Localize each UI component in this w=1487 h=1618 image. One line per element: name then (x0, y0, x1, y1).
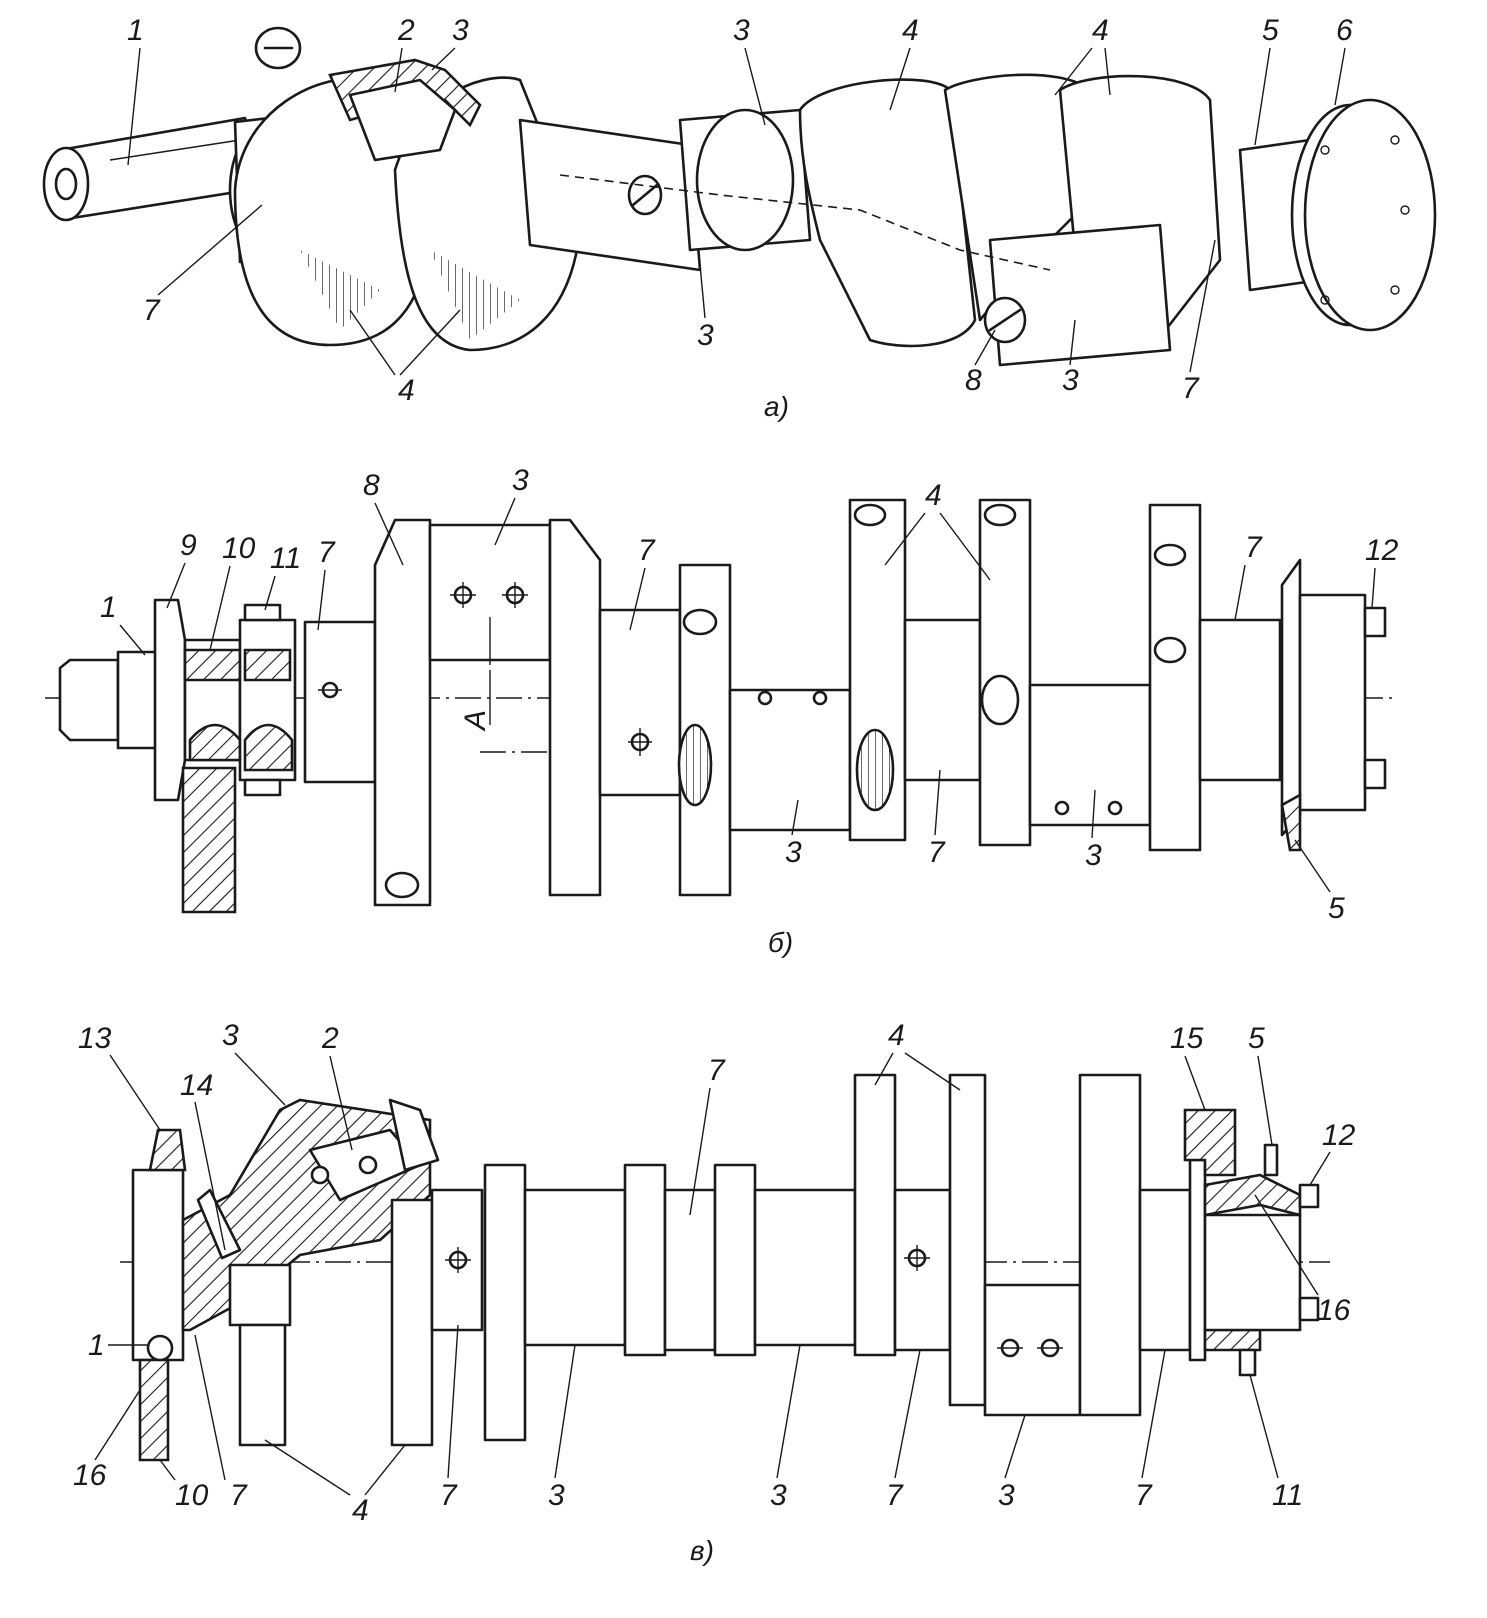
callout: 7 (708, 1054, 726, 1087)
rear-crankpin (983, 223, 1172, 367)
callout: 7 (230, 1479, 248, 1512)
callout: 6 (1336, 14, 1353, 47)
callout: 13 (78, 1022, 112, 1055)
callout: 14 (180, 1069, 213, 1102)
callout: 12 (1365, 534, 1399, 567)
callout: 7 (143, 294, 161, 327)
panel-b-side-view (45, 498, 1395, 914)
callout: 4 (902, 14, 919, 47)
callout: 7 (440, 1479, 458, 1512)
panel-c-callouts: 13 3 2 14 7 4 15 5 12 16 1 16 10 7 4 7 3 (73, 1019, 1356, 1566)
callout: 1 (88, 1329, 105, 1362)
panel-a-callouts: 1 2 3 3 4 4 5 6 7 4 3 8 3 7 а) (127, 14, 1353, 422)
callout: 4 (888, 1019, 905, 1052)
callout: 3 (697, 319, 714, 352)
panel-c-section-view (120, 1073, 1330, 1462)
crank-cheek-pair-2 (798, 73, 1222, 352)
callout: 10 (222, 532, 256, 565)
callout: 7 (1182, 372, 1200, 405)
callout: 5 (1262, 14, 1279, 47)
middle-journal (518, 108, 812, 272)
callout: 4 (1092, 14, 1109, 47)
callout: 7 (318, 536, 336, 569)
callout: 16 (1317, 1294, 1351, 1327)
panel-a-perspective-view (42, 26, 1437, 367)
callout: 3 (770, 1479, 787, 1512)
callout: 3 (1062, 364, 1079, 397)
callout: 2 (321, 1022, 339, 1055)
front-shaft-end (42, 116, 264, 222)
center-mark-icon (445, 1245, 1063, 1358)
callout: 1 (127, 14, 144, 47)
callout: 9 (180, 529, 197, 562)
callout: 7 (1135, 1479, 1153, 1512)
callout: 5 (1328, 892, 1345, 925)
callout: 15 (1170, 1022, 1204, 1055)
callout: 3 (733, 14, 750, 47)
callout: 12 (1322, 1119, 1356, 1152)
rear-flange (1238, 98, 1437, 332)
callout: 3 (998, 1479, 1015, 1512)
oil-channel-hole-icon (318, 582, 1123, 816)
callout: 7 (638, 534, 656, 567)
callout: 3 (785, 836, 802, 869)
callout: 8 (363, 469, 380, 502)
callout: 3 (548, 1479, 565, 1512)
callout: 16 (73, 1459, 107, 1492)
panel-b-callouts: 9 10 11 1 7 8 3 7 4 7 12 A 3 7 3 5 б) (100, 464, 1399, 958)
panel-c-caption: в) (690, 1535, 714, 1566)
callout: 10 (175, 1479, 209, 1512)
callout: 11 (1272, 1479, 1303, 1512)
callout: 7 (1245, 531, 1263, 564)
callout: 7 (928, 836, 946, 869)
callout: 4 (352, 1494, 369, 1527)
sectioned-crankpin (254, 26, 482, 162)
callout: 4 (925, 479, 942, 512)
callout: 3 (512, 464, 529, 497)
panel-a-caption: а) (764, 391, 789, 422)
callout: 2 (397, 14, 415, 47)
callout: 5 (1248, 1022, 1265, 1055)
callout: 8 (965, 364, 982, 397)
dimension-label-a: A (459, 710, 492, 732)
callout: 3 (1085, 839, 1102, 872)
callout: 3 (452, 14, 469, 47)
panel-b-caption: б) (768, 927, 793, 958)
callout: 3 (222, 1019, 239, 1052)
callout: 7 (886, 1479, 904, 1512)
callout: 11 (270, 542, 301, 575)
callout: 1 (100, 591, 117, 624)
callout: 4 (398, 374, 415, 407)
